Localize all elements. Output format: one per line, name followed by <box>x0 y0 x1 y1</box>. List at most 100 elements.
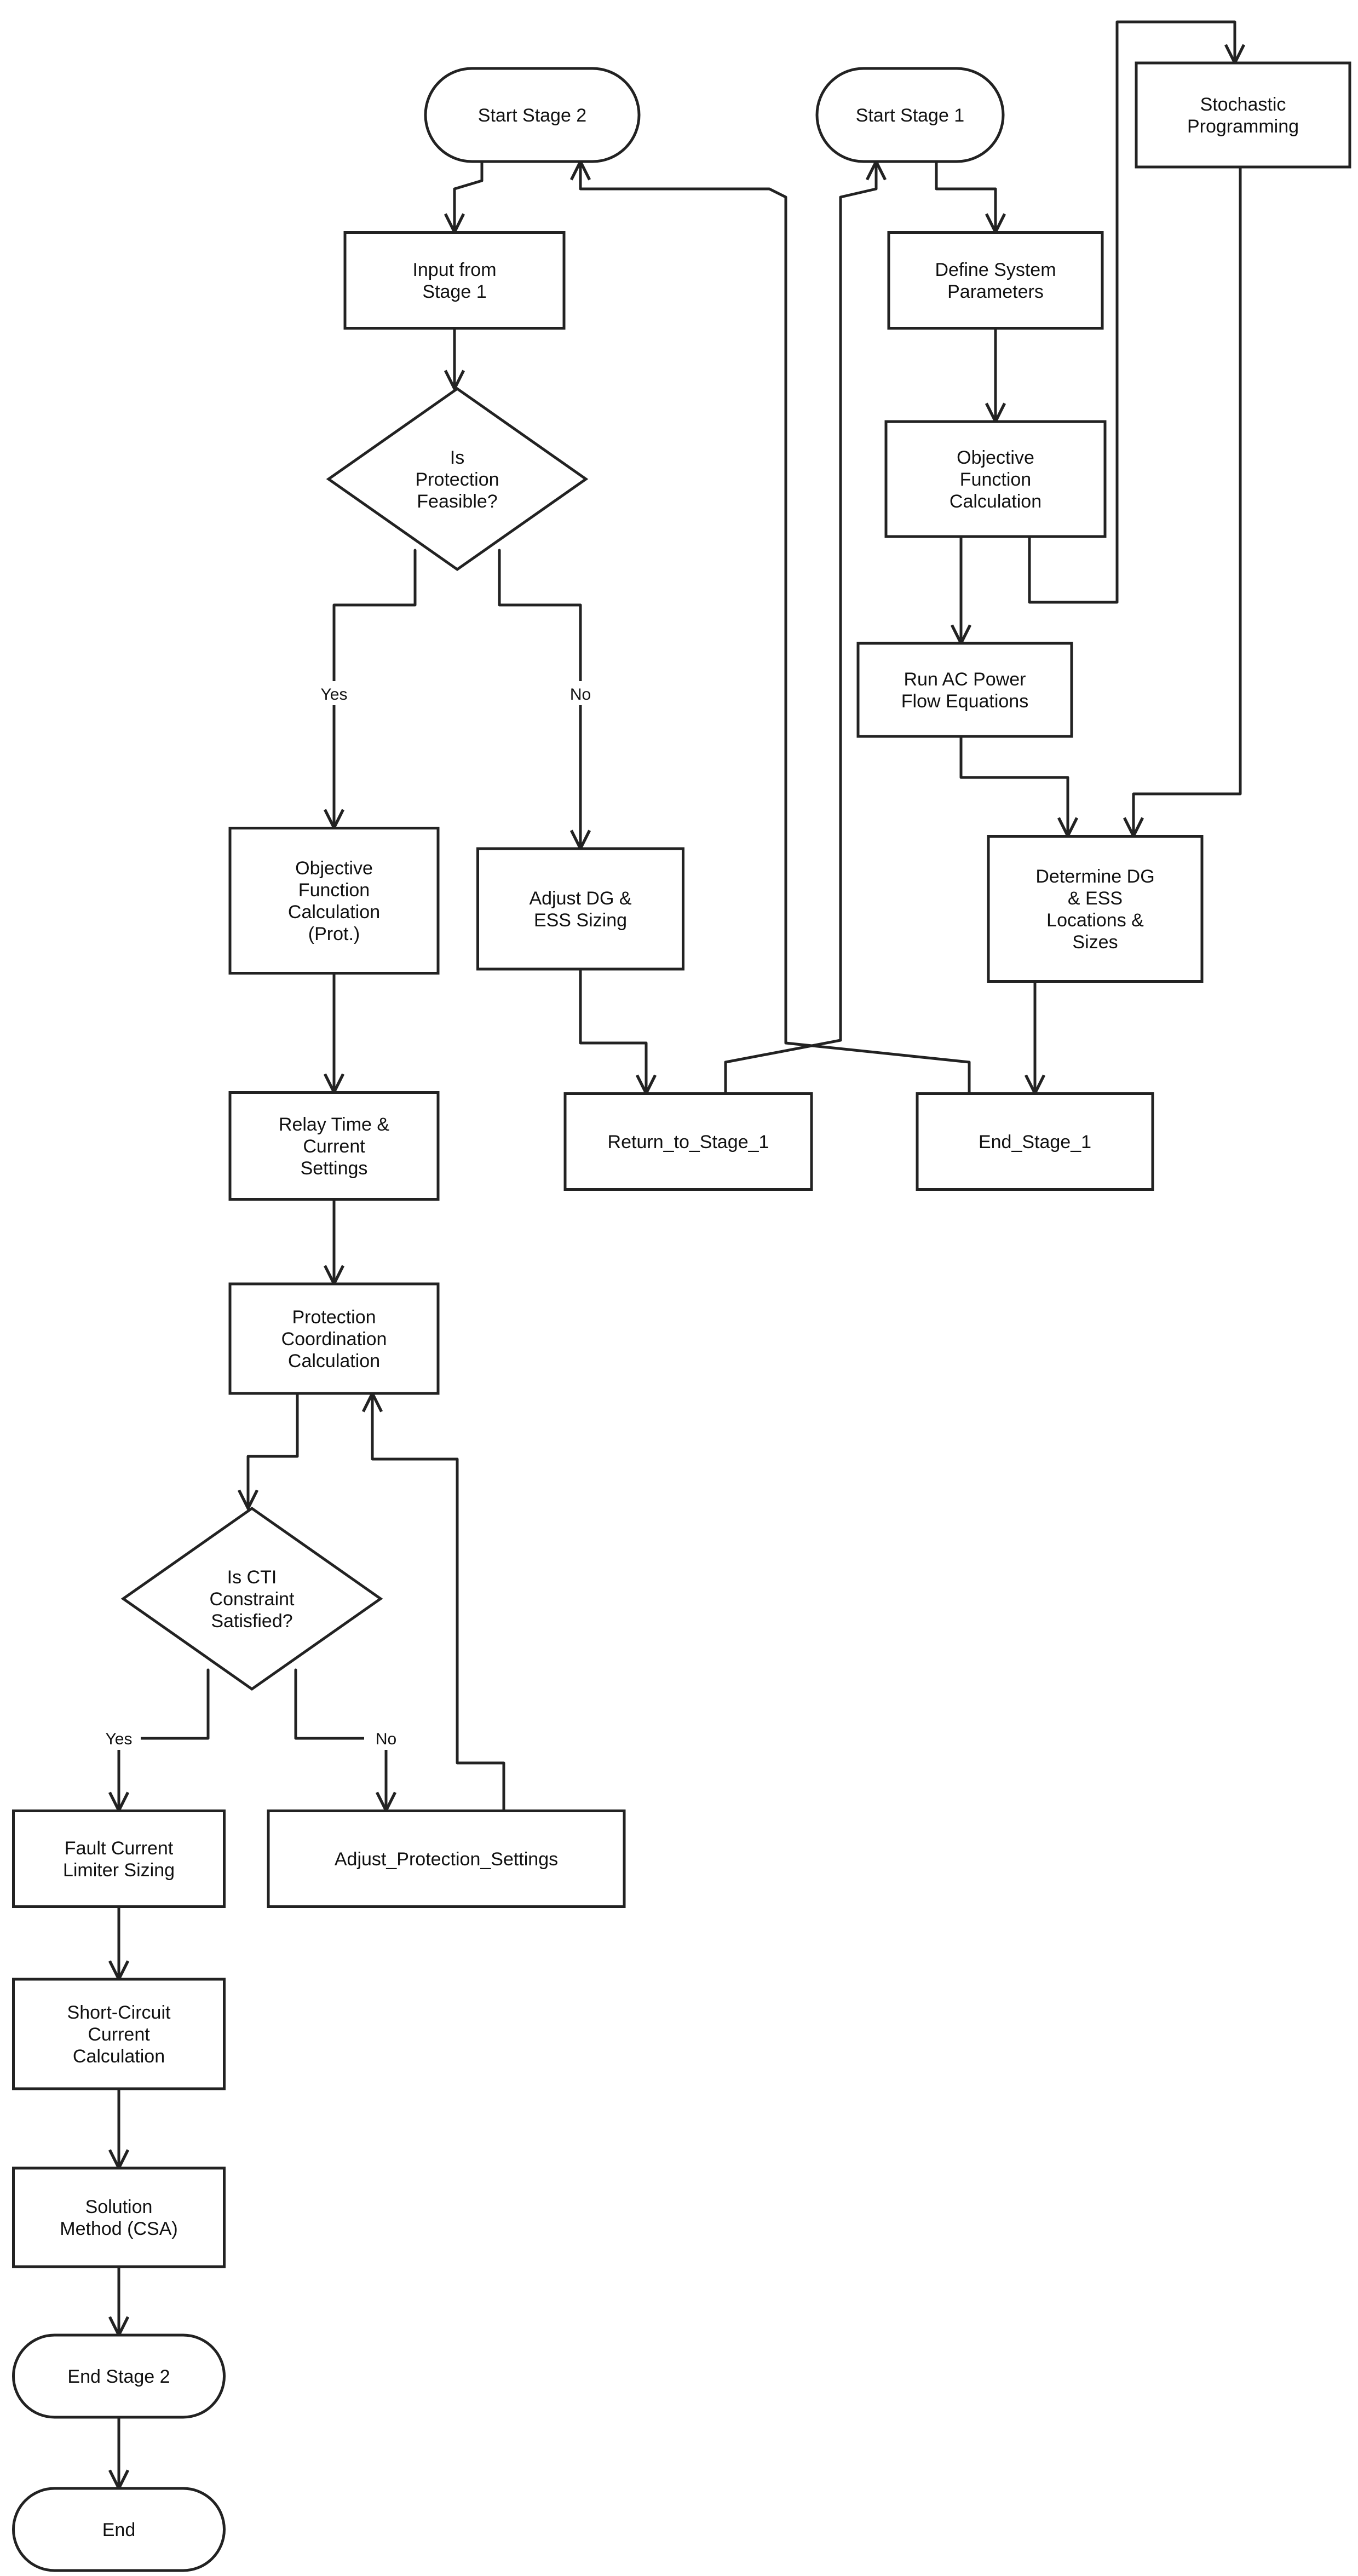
node-shape <box>12 1978 226 2090</box>
connector-end1-to-start2 <box>580 162 971 1095</box>
node-shape <box>476 847 684 971</box>
node-label-line: Current <box>88 2024 150 2045</box>
node-shape <box>987 835 1204 983</box>
node-label-line: Return_to_Stage_1 <box>608 1132 769 1152</box>
connector-protection-no <box>498 549 580 849</box>
node-shape <box>12 2487 226 2572</box>
node-label-line: Function <box>960 469 1031 490</box>
node-label-line: Objective <box>957 447 1034 468</box>
node-label-line: Protection <box>415 469 499 490</box>
node-shape <box>228 1282 440 1395</box>
node-end-stage-1: End_Stage_1 <box>916 1092 1154 1191</box>
node-shape <box>120 1506 383 1691</box>
node-label-line: Feasible? <box>417 491 497 512</box>
node-end-stage-2: End Stage 2 <box>12 2333 226 2419</box>
node-label-line: Is CTI <box>227 1567 277 1588</box>
node-shape <box>887 231 1104 330</box>
edge-label-cti-yes: Yes <box>106 1730 133 1748</box>
node-label-line: Stage 1 <box>422 281 486 302</box>
node-label-line: Input from <box>412 260 496 280</box>
connector-protection-yes <box>334 549 417 828</box>
node-label-line: Calculation <box>950 491 1041 512</box>
edge-label-protection-yes: Yes <box>321 685 348 704</box>
node-label-line: Function <box>298 880 370 901</box>
node-label-line: End_Stage_1 <box>979 1132 1091 1152</box>
node-shape <box>228 1091 440 1201</box>
node-label-line: Short-Circuit <box>67 2002 171 2023</box>
node-label-line: Calculation <box>288 902 380 923</box>
node-label-line: Satisfied? <box>211 1611 292 1632</box>
connector-runac-to-determine <box>959 735 1068 836</box>
node-label-line: Programming <box>1187 116 1299 137</box>
connector-adjprot-to-protcoord <box>372 1393 505 1812</box>
node-label-line: Determine DG <box>1035 866 1154 887</box>
node-shape <box>856 642 1073 738</box>
node-label-line: End Stage 2 <box>67 2366 170 2387</box>
node-label-line: Adjust DG & <box>529 888 631 909</box>
node-label-line: Parameters <box>947 281 1044 302</box>
node-return-to-stage-1: Return_to_Stage_1 <box>563 1092 813 1191</box>
connectors <box>119 20 1242 2488</box>
node-shape <box>267 1809 626 1908</box>
edge-label-background <box>364 1726 408 1750</box>
node-label-line: Calculation <box>73 2046 165 2067</box>
edge-label-background <box>559 681 602 705</box>
node-shape <box>12 1809 226 1908</box>
node-shape <box>563 1092 813 1191</box>
connector-start1-to-define <box>935 160 996 232</box>
connector-stochastic-to-determine <box>1133 165 1242 836</box>
node-start-stage-1: Start Stage 1 <box>815 67 1005 163</box>
node-label-line: Constraint <box>210 1589 295 1610</box>
node-shape <box>343 231 566 330</box>
node-shape <box>916 1092 1154 1191</box>
node-label-line: Relay Time & <box>279 1114 389 1135</box>
node-shape <box>326 387 589 572</box>
node-label-line: Adjust_Protection_Settings <box>335 1849 558 1870</box>
node-label-line: Start Stage 1 <box>856 105 964 126</box>
node-shape <box>1135 61 1351 169</box>
node-label-line: Locations & <box>1046 910 1144 931</box>
node-label-line: Fault Current <box>65 1838 174 1859</box>
node-label-line: (Prot.) <box>308 924 360 944</box>
edge-label-background <box>97 1726 141 1750</box>
node-label-line: Stochastic <box>1200 94 1286 115</box>
node-adjust-dg-ess-sizing: Adjust DG &ESS Sizing <box>476 847 684 971</box>
flowchart-nodes: Start Stage 2 Start Stage 1 StochasticProg… <box>12 61 1351 2572</box>
node-label-line: End <box>102 2520 136 2540</box>
edge-label-cti-no: No <box>376 1730 396 1748</box>
node-label-line: Protection <box>292 1307 376 1328</box>
connector-cti-no <box>294 1668 386 1811</box>
node-label-line: Limiter Sizing <box>63 1860 175 1881</box>
node-label-line: Sizes <box>1072 932 1118 953</box>
node-end: End <box>12 2487 226 2572</box>
node-label-line: Method (CSA) <box>60 2218 177 2239</box>
edge-label-protection-no: No <box>570 685 591 704</box>
node-label-line: Solution <box>85 2197 153 2217</box>
node-label-line: Is <box>450 447 464 468</box>
node-adjust-protection-settings: Adjust_Protection_Settings <box>267 1809 626 1908</box>
node-start-stage-2: Start Stage 2 <box>424 67 641 163</box>
node-label-line: Settings <box>301 1158 368 1179</box>
node-label-line: Calculation <box>288 1351 380 1371</box>
node-label-line: Start Stage 2 <box>478 105 586 126</box>
node-label-line: Define System <box>935 260 1056 280</box>
connector-return-to-start1 <box>724 162 876 1095</box>
node-label-line: & ESS <box>1068 888 1123 909</box>
node-shape <box>815 67 1005 163</box>
edge-label-background <box>312 681 356 705</box>
